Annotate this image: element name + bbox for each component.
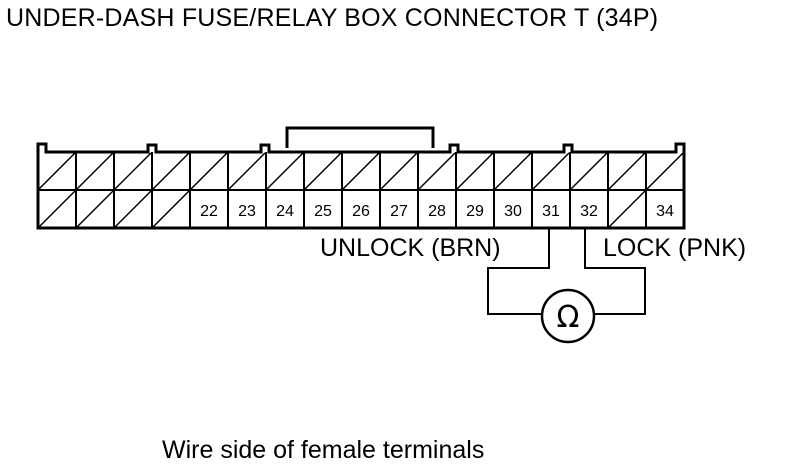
terminal-27-label: 27 xyxy=(390,203,408,220)
empty-cavity-top xyxy=(380,152,418,190)
terminal-29-label: 29 xyxy=(466,203,484,220)
terminal-22-label: 22 xyxy=(200,203,218,220)
connector-lock-tab xyxy=(285,126,435,148)
ohmmeter-icon: Ω xyxy=(540,288,596,344)
ohm-symbol: Ω xyxy=(557,300,580,335)
connector-cavities: 22 23 24 25 26 27 28 29 30 31 32 34 xyxy=(38,152,684,228)
connector-body xyxy=(36,142,686,230)
empty-cavity-top xyxy=(342,152,380,190)
diagram-caption: Wire side of female terminals xyxy=(162,436,485,464)
empty-cavity-bottom xyxy=(76,190,114,228)
terminal-28-label: 28 xyxy=(428,203,446,220)
connector-grid xyxy=(38,152,684,228)
terminal-25-label: 25 xyxy=(314,203,332,220)
terminal-32-label: 32 xyxy=(580,203,598,220)
empty-cavity-bottom xyxy=(114,190,152,228)
empty-cavity-top xyxy=(190,152,228,190)
lock-wire-label: LOCK (PNK) xyxy=(603,234,746,262)
diagram-title: UNDER-DASH FUSE/RELAY BOX CONNECTOR T (3… xyxy=(6,4,659,32)
empty-cavity-top xyxy=(114,152,152,190)
empty-cavity-top xyxy=(228,152,266,190)
terminal-23-label: 23 xyxy=(238,203,256,220)
terminal-26-label: 26 xyxy=(352,203,370,220)
empty-cavity-bottom xyxy=(152,190,190,228)
empty-cavity-top xyxy=(304,152,342,190)
unlock-wire-label: UNLOCK (BRN) xyxy=(320,234,501,262)
empty-cavity-top xyxy=(38,152,76,190)
empty-cavity-top xyxy=(266,152,304,190)
empty-cavity-top xyxy=(494,152,532,190)
empty-cavity-top xyxy=(418,152,456,190)
unlock-test-lead xyxy=(487,228,550,315)
empty-cavity-bottom xyxy=(608,190,646,228)
empty-cavity-top xyxy=(532,152,570,190)
empty-cavity-top xyxy=(152,152,190,190)
empty-cavity-top xyxy=(456,152,494,190)
terminal-30-label: 30 xyxy=(504,203,522,220)
empty-cavity-top xyxy=(608,152,646,190)
empty-cavity-top xyxy=(646,152,684,190)
empty-cavity-top xyxy=(76,152,114,190)
terminal-24-label: 24 xyxy=(276,203,294,220)
empty-cavity-top xyxy=(570,152,608,190)
terminal-31-label: 31 xyxy=(542,203,560,220)
empty-cavity-bottom xyxy=(38,190,76,228)
terminal-34-label: 34 xyxy=(656,203,674,220)
lock-test-lead xyxy=(584,228,646,315)
